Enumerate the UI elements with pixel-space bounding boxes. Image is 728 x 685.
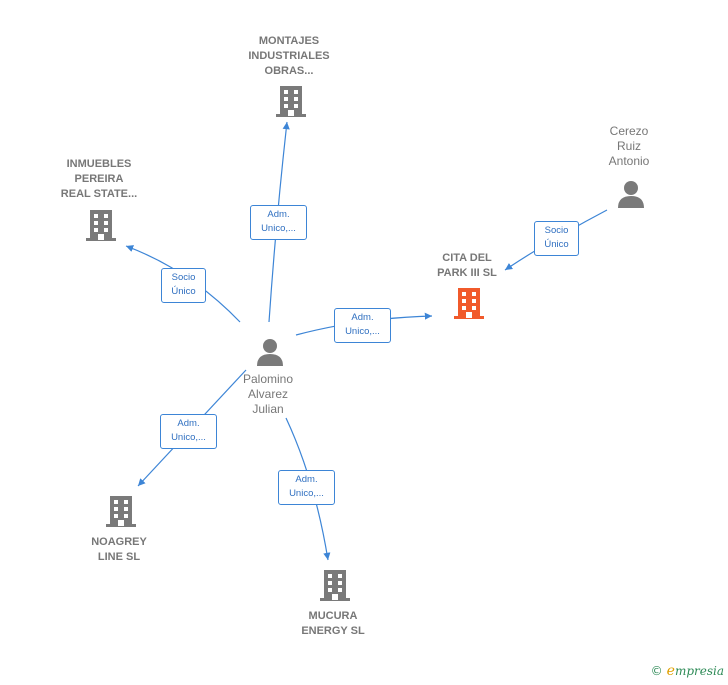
edge-label-line: Unico,...: [289, 488, 324, 499]
edge-label-line: Adm.: [267, 209, 290, 220]
empresia-watermark: ©empresia: [651, 663, 724, 679]
label-line: INDUSTRIALES: [248, 50, 330, 62]
node-label-noagrey[interactable]: NOAGREY LINE SL: [49, 535, 189, 565]
label-line: PARK III SL: [437, 267, 497, 279]
edge-label-line: Unico,...: [171, 432, 206, 443]
label-line: Ruiz: [616, 139, 641, 153]
person-icon: [257, 339, 283, 366]
edge-label-to-mucura[interactable]: Adm. Unico,...: [278, 470, 335, 505]
label-line: INMUEBLES: [66, 158, 132, 170]
edge-label-to-cita[interactable]: Adm. Unico,...: [334, 308, 391, 343]
label-line: Julian: [252, 402, 284, 416]
label-line: LINE SL: [97, 551, 141, 563]
building-icon: [106, 496, 136, 527]
edge-label-line: Unico,...: [261, 223, 296, 234]
building-icon: [320, 570, 350, 601]
label-line: NOAGREY: [91, 536, 147, 548]
building-icon-highlighted: [454, 288, 484, 319]
building-icon: [86, 210, 116, 241]
label-line: Cerezo: [609, 124, 649, 138]
label-line: Alvarez: [247, 387, 288, 401]
label-line: OBRAS...: [264, 65, 314, 77]
node-label-inmuebles[interactable]: INMUEBLES PEREIRA REAL STATE...: [29, 157, 169, 202]
copyright-icon: ©: [650, 664, 663, 678]
edge-label-to-inmuebles[interactable]: Socio Único: [161, 268, 206, 303]
brand-initial: e: [666, 663, 675, 679]
edge-label-line: Adm.: [351, 312, 374, 323]
brand-name: mpresia: [674, 664, 724, 678]
edge-label-line: Socio: [171, 272, 196, 283]
node-label-cita[interactable]: CITA DEL PARK III SL: [397, 251, 537, 281]
label-line: Palomino: [242, 372, 294, 386]
person-icon: [618, 181, 644, 208]
node-label-cerezo[interactable]: Cerezo Ruiz Antonio: [559, 124, 699, 169]
label-line: REAL STATE...: [60, 188, 138, 200]
edge-label-line: Adm.: [177, 418, 200, 429]
edge-label-line: Unico,...: [345, 326, 380, 337]
edge-label-line: Adm.: [295, 474, 318, 485]
label-line: ENERGY SL: [301, 625, 365, 637]
label-line: Antonio: [608, 154, 650, 168]
label-line: MONTAJES: [258, 35, 320, 47]
edge-label-cerezo-to-cita[interactable]: Socio Único: [534, 221, 579, 256]
label-line: PEREIRA: [74, 173, 124, 185]
node-label-montajes[interactable]: MONTAJES INDUSTRIALES OBRAS...: [219, 34, 359, 79]
edge-label-to-noagrey[interactable]: Adm. Unico,...: [160, 414, 217, 449]
label-line: CITA DEL: [442, 252, 492, 264]
node-label-mucura[interactable]: MUCURA ENERGY SL: [263, 609, 403, 639]
edge-label-line: Único: [171, 286, 196, 297]
edge-label-line: Único: [544, 239, 569, 250]
building-icon: [276, 86, 306, 117]
label-line: MUCURA: [308, 610, 358, 622]
node-label-palomino[interactable]: Palomino Alvarez Julian: [198, 372, 338, 417]
edge-label-line: Socio: [544, 225, 569, 236]
edge-label-to-montajes[interactable]: Adm. Unico,...: [250, 205, 307, 240]
